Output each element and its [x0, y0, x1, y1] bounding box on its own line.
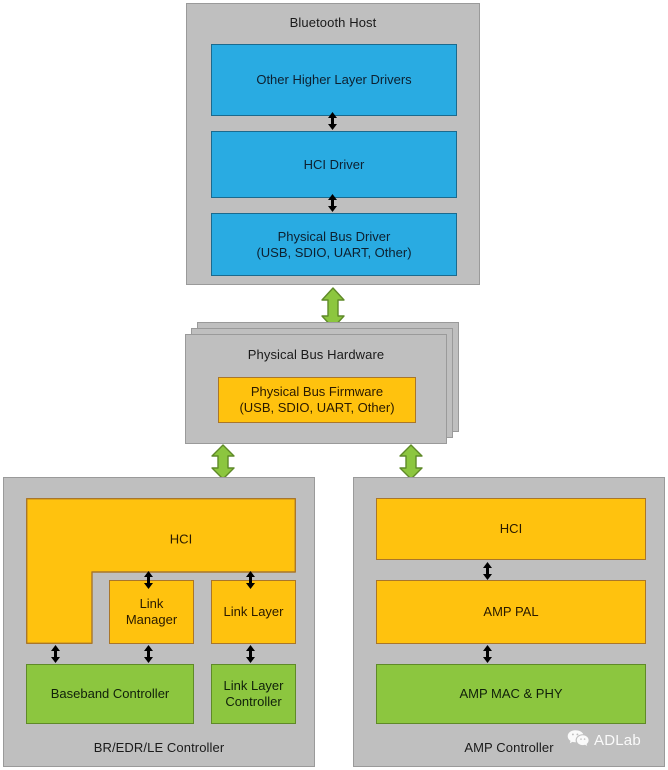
link-layer-controller-block: Link Layer Controller	[211, 664, 296, 724]
wechat-icon	[567, 729, 589, 752]
baseband-controller-label: Baseband Controller	[50, 686, 170, 702]
link-layer-controller-label-line2: Controller	[225, 694, 282, 709]
amp-mac-phy-label: AMP MAC & PHY	[459, 686, 563, 702]
amp-hci-block: HCI	[376, 498, 646, 560]
link-manager-label-line2: Manager	[125, 612, 178, 627]
arrow-br-hci-to-link-layer	[244, 571, 257, 589]
arrow-hci-driver-to-physical-bus-driver	[326, 194, 339, 212]
watermark-text: ADLab	[594, 732, 641, 749]
physical-bus-driver-label-line2: (USB, SDIO, UART, Other)	[256, 244, 412, 260]
physical-bus-driver-label-line1: Physical Bus Driver	[277, 228, 391, 244]
link-layer-block: Link Layer	[211, 580, 296, 644]
arrow-br-hci-to-link-manager	[142, 571, 155, 589]
other-higher-layer-drivers-block: Other Higher Layer Drivers	[211, 44, 457, 116]
link-manager-label-line1: Link	[139, 596, 164, 612]
bluetooth-host-title: Bluetooth Host	[289, 15, 377, 30]
br-edr-le-controller-panel: HCI Link Manager Link Layer Baseband Con…	[3, 477, 315, 767]
arrow-link-manager-to-baseband-controller	[142, 645, 155, 663]
arrow-link-layer-to-link-layer-controller	[244, 645, 257, 663]
br-hci-label: HCI	[170, 531, 192, 546]
physical-bus-driver-block: Physical Bus Driver (USB, SDIO, UART, Ot…	[211, 213, 457, 276]
physical-bus-hardware-panel: Physical Bus Hardware Physical Bus Firmw…	[185, 334, 447, 444]
bluetooth-host-panel: Bluetooth Host Other Higher Layer Driver…	[186, 3, 480, 285]
arrow-amp-pal-to-amp-mac-phy	[481, 645, 494, 663]
amp-pal-block: AMP PAL	[376, 580, 646, 644]
arrow-higher-layer-to-hci-driver	[326, 112, 339, 130]
amp-mac-phy-block: AMP MAC & PHY	[376, 664, 646, 724]
hci-driver-label: HCI Driver	[303, 156, 365, 172]
link-layer-label: Link Layer	[223, 604, 284, 620]
arrow-br-hci-to-baseband-controller	[49, 645, 62, 663]
br-edr-le-controller-title: BR/EDR/LE Controller	[93, 740, 225, 755]
physical-bus-hardware-title: Physical Bus Hardware	[247, 347, 385, 362]
link-layer-controller-label-line1: Link Layer	[223, 678, 284, 694]
arrow-bus-hardware-to-br-edr-le-controller	[210, 444, 236, 480]
physical-bus-firmware-label-line1: Physical Bus Firmware	[250, 384, 384, 400]
arrow-amp-hci-to-amp-pal	[481, 562, 494, 580]
amp-controller-panel: HCI AMP PAL AMP MAC & PHY AMP Controller	[353, 477, 665, 767]
br-hci-block: HCI	[26, 498, 296, 644]
hci-driver-block: HCI Driver	[211, 131, 457, 198]
baseband-controller-block: Baseband Controller	[26, 664, 194, 724]
arrow-bus-hardware-to-amp-controller	[398, 444, 424, 480]
adlab-watermark: ADLab	[567, 729, 641, 752]
amp-pal-label: AMP PAL	[483, 604, 539, 620]
link-manager-block: Link Manager	[109, 580, 194, 644]
amp-controller-title: AMP Controller	[464, 740, 554, 755]
other-higher-layer-drivers-label: Other Higher Layer Drivers	[256, 72, 412, 88]
physical-bus-firmware-block: Physical Bus Firmware (USB, SDIO, UART, …	[218, 377, 416, 423]
physical-bus-firmware-label-line2: (USB, SDIO, UART, Other)	[239, 400, 395, 415]
amp-hci-label: HCI	[499, 521, 523, 537]
